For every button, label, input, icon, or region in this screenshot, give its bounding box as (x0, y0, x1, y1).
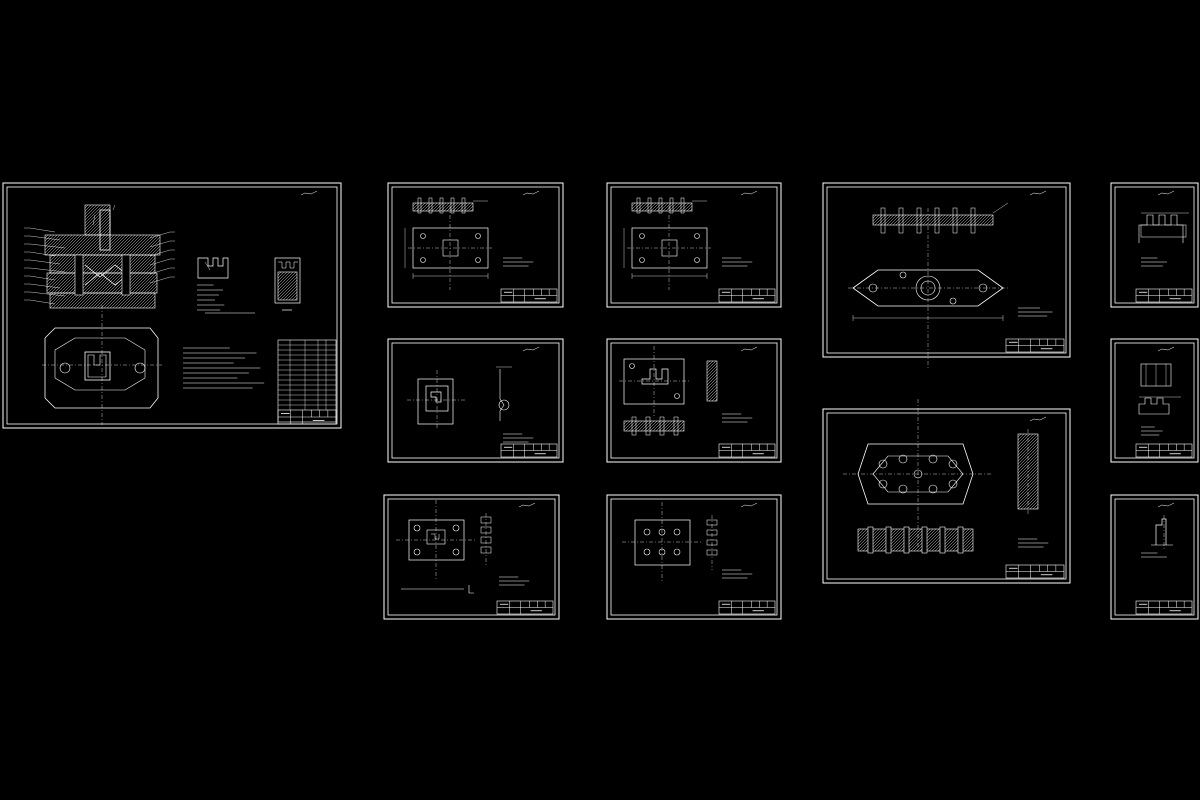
part-die-plate-sheet (606, 338, 782, 463)
part-stripper-plate-sheet (383, 494, 560, 620)
part-plate-b-sheet (606, 182, 782, 308)
part-small-a-sheet (1110, 182, 1199, 308)
part-plate-a-sheet (387, 182, 564, 308)
part-base-oval-sheet (822, 182, 1071, 368)
drawing-sheets (2, 182, 1199, 620)
part-small-c-sheet (1110, 494, 1199, 620)
part-fixed-plate-sheet (606, 494, 782, 620)
part-small-b-sheet (1110, 338, 1199, 463)
part-punch-plate-sheet (387, 338, 564, 463)
part-lower-seat-sheet (822, 399, 1071, 584)
assembly-drawing-sheet (2, 182, 342, 429)
